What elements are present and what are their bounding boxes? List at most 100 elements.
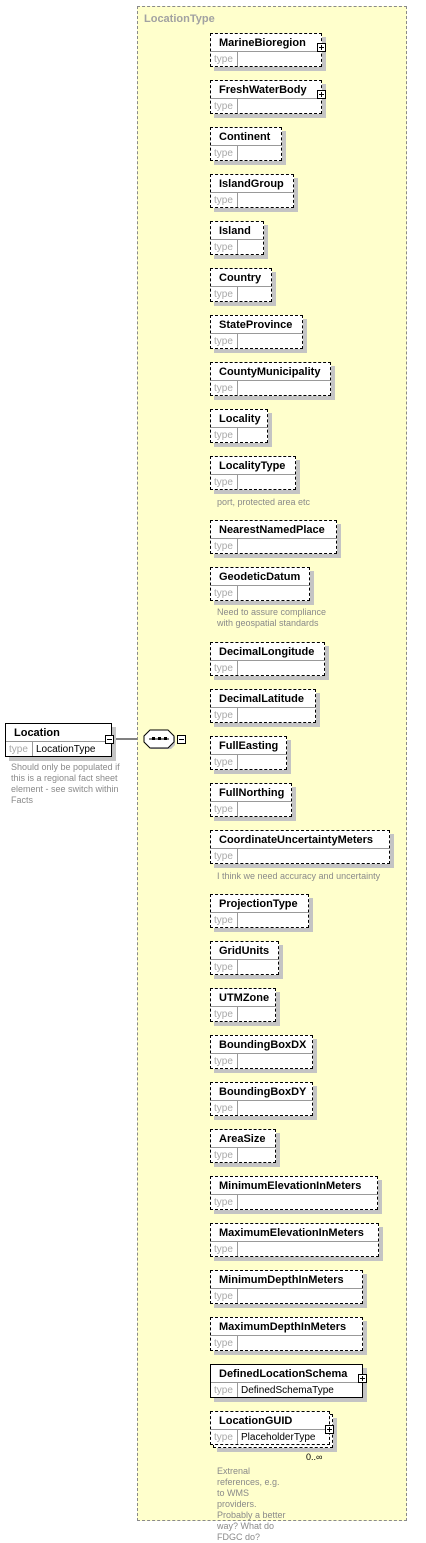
element-box: NearestNamedPlace type	[210, 520, 337, 554]
expand-icon[interactable]	[325, 1425, 334, 1434]
element-name: NearestNamedPlace	[219, 524, 325, 536]
element-divider	[211, 1147, 275, 1148]
element-divider	[211, 192, 293, 193]
element-divider	[211, 1429, 329, 1430]
root-element-location[interactable]: Location type LocationType	[5, 723, 116, 761]
type-separator	[237, 240, 238, 254]
sequence-collapse-icon[interactable]	[177, 735, 186, 744]
element-nearest-named-place[interactable]: NearestNamedPlace type	[210, 520, 341, 558]
type-separator	[237, 287, 238, 301]
sequence-compositor-icon[interactable]	[143, 729, 176, 750]
type-separator	[237, 960, 238, 974]
type-label: type	[214, 242, 233, 253]
element-divider	[211, 1053, 312, 1054]
expand-icon[interactable]	[317, 43, 326, 52]
type-separator	[237, 1054, 238, 1068]
type-separator	[237, 381, 238, 395]
element-bounding-box-dx[interactable]: BoundingBoxDX type	[210, 1035, 317, 1073]
expand-icon[interactable]	[317, 90, 326, 99]
element-name: GridUnits	[219, 945, 270, 957]
type-label: type	[9, 744, 28, 755]
type-separator	[237, 475, 238, 489]
type-label: type	[214, 336, 233, 347]
type-label: type	[214, 1056, 233, 1067]
element-divider	[6, 741, 111, 742]
type-separator	[237, 1101, 238, 1115]
element-continent[interactable]: Continent type	[210, 127, 286, 165]
element-name: Continent	[219, 131, 271, 143]
element-divider	[211, 1335, 362, 1336]
container-title: LocationType	[144, 13, 215, 25]
element-divider	[211, 474, 295, 475]
element-name: FullNorthing	[219, 787, 285, 799]
element-divider	[211, 801, 291, 802]
element-name: AreaSize	[219, 1133, 266, 1145]
type-label: type	[214, 541, 233, 552]
element-name: GeodeticDatum	[219, 571, 301, 583]
type-separator	[237, 913, 238, 927]
element-name: BoundingBoxDX	[219, 1039, 307, 1051]
element-note: I think we need accuracy and uncertainty	[217, 871, 381, 881]
type-separator	[237, 1148, 238, 1162]
cardinality-label: 0..∞	[306, 1452, 323, 1462]
collapse-icon[interactable]	[105, 735, 114, 744]
element-note: Extrenal references, e.g. to WMS provide…	[217, 1466, 286, 1542]
element-divider	[211, 1194, 377, 1195]
type-separator	[237, 755, 238, 769]
element-divider	[211, 51, 321, 52]
element-divider	[211, 1288, 362, 1289]
type-label: type	[214, 148, 233, 159]
element-name: BoundingBoxDY	[219, 1086, 307, 1098]
type-label: type	[214, 430, 233, 441]
element-divider	[211, 912, 308, 913]
element-name: DefinedLocationSchema	[219, 1368, 348, 1380]
element-note: Need to assure compliance with geospatia…	[217, 607, 327, 628]
element-divider	[211, 660, 324, 661]
expand-icon[interactable]	[358, 1374, 367, 1383]
type-label: type	[214, 663, 233, 674]
element-name: Location	[14, 727, 60, 739]
element-divider	[211, 427, 267, 428]
type-value: DefinedSchemaType	[241, 1385, 334, 1396]
element-divider	[211, 1382, 362, 1383]
type-separator	[237, 428, 238, 442]
element-divider	[211, 707, 315, 708]
type-label: type	[214, 195, 233, 206]
